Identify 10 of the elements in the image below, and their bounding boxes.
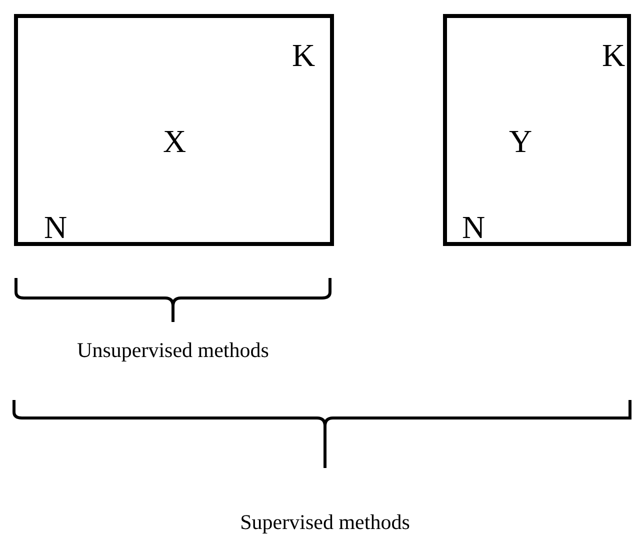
dimension-label: N	[462, 210, 486, 244]
matrix-name: Y	[509, 124, 532, 158]
bracket-caption: Unsupervised methods	[77, 338, 269, 362]
dimension-label: N	[44, 210, 68, 244]
matrix-box	[14, 14, 334, 246]
dimension-label: K	[602, 38, 626, 72]
matrix-name: X	[163, 124, 186, 158]
matrix-box	[443, 14, 631, 246]
dimension-label: K	[292, 38, 316, 72]
bracket-caption: Supervised methods	[240, 510, 410, 534]
